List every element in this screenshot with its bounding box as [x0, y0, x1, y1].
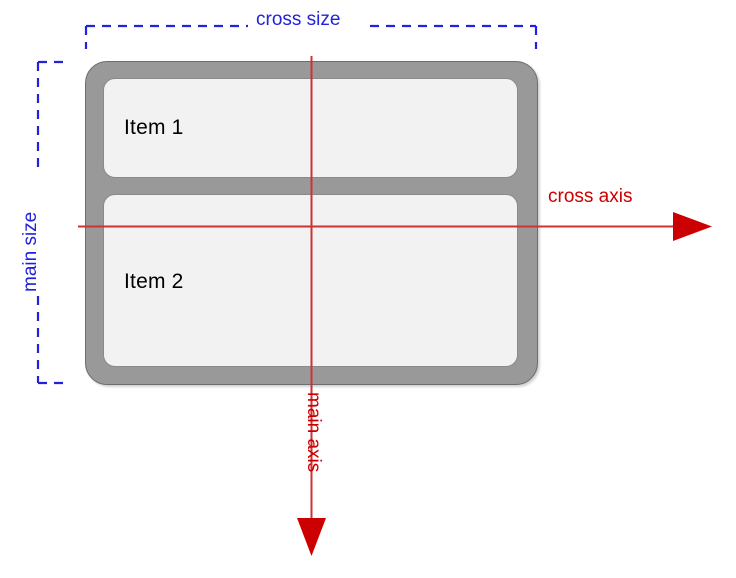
flex-item-2-label: Item 2: [124, 270, 184, 293]
cross-size-bracket: [84, 24, 538, 49]
main-size-label: main size: [20, 211, 41, 292]
flex-item-1-label: Item 1: [124, 116, 184, 139]
cross-axis-arrow: [78, 212, 712, 241]
main-axis-label: main axis: [303, 392, 324, 473]
cross-axis-arrowhead-icon: [673, 212, 712, 241]
main-axis-arrow: [297, 56, 326, 556]
cross-axis-label: cross axis: [548, 186, 633, 207]
cross-size-label: cross size: [256, 9, 341, 30]
main-size-bracket: [36, 60, 67, 385]
main-axis-arrowhead-icon: [297, 518, 326, 556]
